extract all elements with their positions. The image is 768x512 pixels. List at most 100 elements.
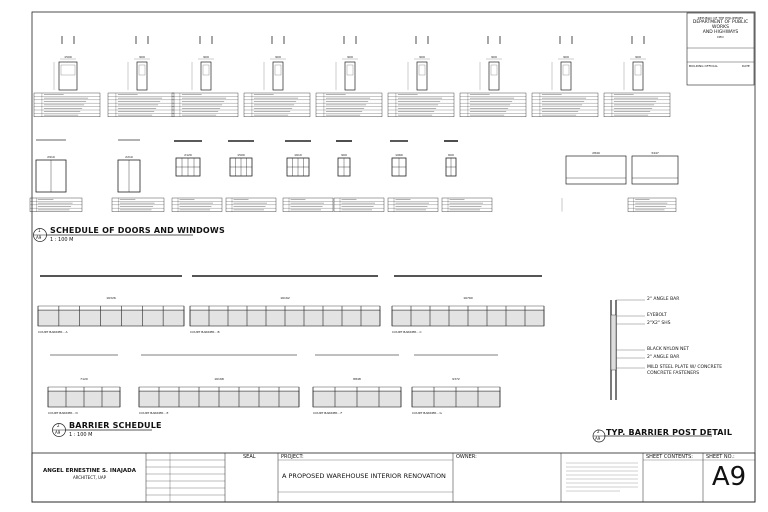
section-ref-3: A9 (595, 436, 601, 441)
door-width-label: 900 (491, 55, 497, 59)
barrier-net (37, 309, 185, 327)
section-scale-doors-windows: 1 : 100 M (50, 237, 74, 243)
barrier-length-label: 16162 (280, 296, 290, 300)
door-elevation: 900 (531, 36, 599, 117)
barrier-label: COURT BARRIER - E (139, 411, 168, 415)
window-elevation: 2849 (561, 151, 627, 212)
door-frame (200, 61, 212, 91)
door-frame (560, 61, 572, 91)
door-width-label: 900 (275, 55, 281, 59)
window-elevation: 2210 (111, 139, 165, 212)
section-ref-1: A9 (36, 235, 42, 240)
barrier-label: COURT BARRIER - B (190, 330, 220, 334)
door-panel (138, 64, 146, 76)
window-width-label: 2910 (47, 155, 55, 159)
schedule-table (603, 92, 671, 117)
schedule-table (33, 92, 101, 117)
callout-angle-bar-bottom: 2" ANGLE BAR (647, 355, 680, 360)
door-elevation: 900 (315, 36, 383, 117)
door-elevation: 900 (107, 36, 175, 117)
barrier-length-label: 16168 (214, 377, 224, 381)
title-block (31, 452, 756, 503)
door-width-label: 900 (347, 55, 353, 59)
door-panel (60, 64, 76, 76)
schedule-table (387, 197, 439, 212)
door-frame (136, 61, 148, 91)
door-panel (418, 64, 426, 76)
section-number-2: 2 (57, 423, 60, 428)
barrier-length-label: 16760 (463, 296, 473, 300)
door-panel (634, 64, 642, 76)
barrier-label: COURT BARRIER - A (38, 330, 68, 334)
schedule-table (171, 197, 223, 212)
barrier-post-detail (610, 299, 645, 400)
barrier-length-label: 9372 (452, 377, 460, 381)
schedule-table (282, 197, 334, 212)
schedule-table (315, 92, 383, 117)
sheet-number: A9 (711, 462, 747, 492)
schedule-table (243, 92, 311, 117)
door-elevation: 900 (603, 36, 671, 117)
agency-line-2: DEPARTMENT OF PUBLIC WORKS (692, 20, 749, 30)
schedule-table (171, 92, 239, 117)
sheet-contents-label: SHEET CONTENTS: (646, 454, 693, 460)
door-frame (632, 61, 644, 91)
architect-name: ANGEL ERNESTINE S. INAJADA (43, 468, 136, 474)
agency-box (686, 12, 755, 86)
door-frame (488, 61, 500, 91)
window-width-label: 2849 (592, 151, 600, 155)
door-panel (490, 64, 498, 76)
door-width-label: 900 (139, 55, 145, 59)
stamp-official: BUILDING OFFICIAL (689, 64, 718, 68)
section-marker-2 (52, 423, 152, 437)
schedule-table (29, 197, 83, 212)
door-elevation: 900 (243, 36, 311, 117)
section-title-doors-windows: SCHEDULE OF DOORS AND WINDOWS (50, 226, 225, 235)
window-width-label: 600 (448, 153, 454, 157)
sheet-no-label: SHEET NO.: (706, 454, 735, 460)
section-marker-3 (592, 429, 712, 443)
callout-nylon-net: BLACK NYLON NET (647, 347, 689, 352)
barrier-label: COURT BARRIER - G (412, 411, 442, 415)
owner-label: OWNER: (456, 454, 477, 460)
window-frame (565, 155, 627, 185)
section-scale-barrier-schedule: 1 : 100 M (69, 432, 93, 438)
window-elevation: 600 (441, 140, 493, 212)
barrier-label: COURT BARRIER - F (313, 411, 342, 415)
schedule-table (333, 197, 385, 212)
section-number-3: 2 (597, 429, 600, 434)
door-elevation: 900 (387, 36, 455, 117)
project-name: A PROPOSED WAREHOUSE INTERIOR RENOVATION (282, 472, 446, 480)
schedule-table (387, 92, 455, 117)
door-frame (416, 61, 428, 91)
section-marker-1 (33, 228, 193, 242)
agency-line-3: AND HIGHWAYS (702, 30, 739, 35)
agency-line-4: DEO (717, 35, 724, 39)
agency-block: REPUBLIC OF THE PHILIPPINES DEPARTMENT O… (688, 16, 753, 39)
barrier-length-label: 16326 (106, 296, 116, 300)
window-width-label: 2210 (125, 155, 133, 159)
section-title-barrier-schedule: BARRIER SCHEDULE (69, 421, 162, 430)
window-width-label: 900 (341, 153, 347, 157)
schedule-table (107, 92, 175, 117)
door-width-label: 900 (635, 55, 641, 59)
barrier-label: COURT BARRIER - D (48, 411, 78, 415)
window-elevation: 900 (333, 140, 385, 212)
schedule-table (627, 197, 677, 212)
window-width-label: 1610 (294, 153, 302, 157)
door-width-label: 900 (203, 55, 209, 59)
stamp-date: DATE (742, 64, 750, 68)
window-elevation: 1500 (225, 140, 277, 212)
window-width-label: 3447 (651, 151, 659, 155)
schedule-table (441, 197, 493, 212)
barrier-top-rail (37, 305, 185, 311)
window-elevation: 3447 (627, 151, 679, 212)
door-frame (344, 61, 356, 91)
